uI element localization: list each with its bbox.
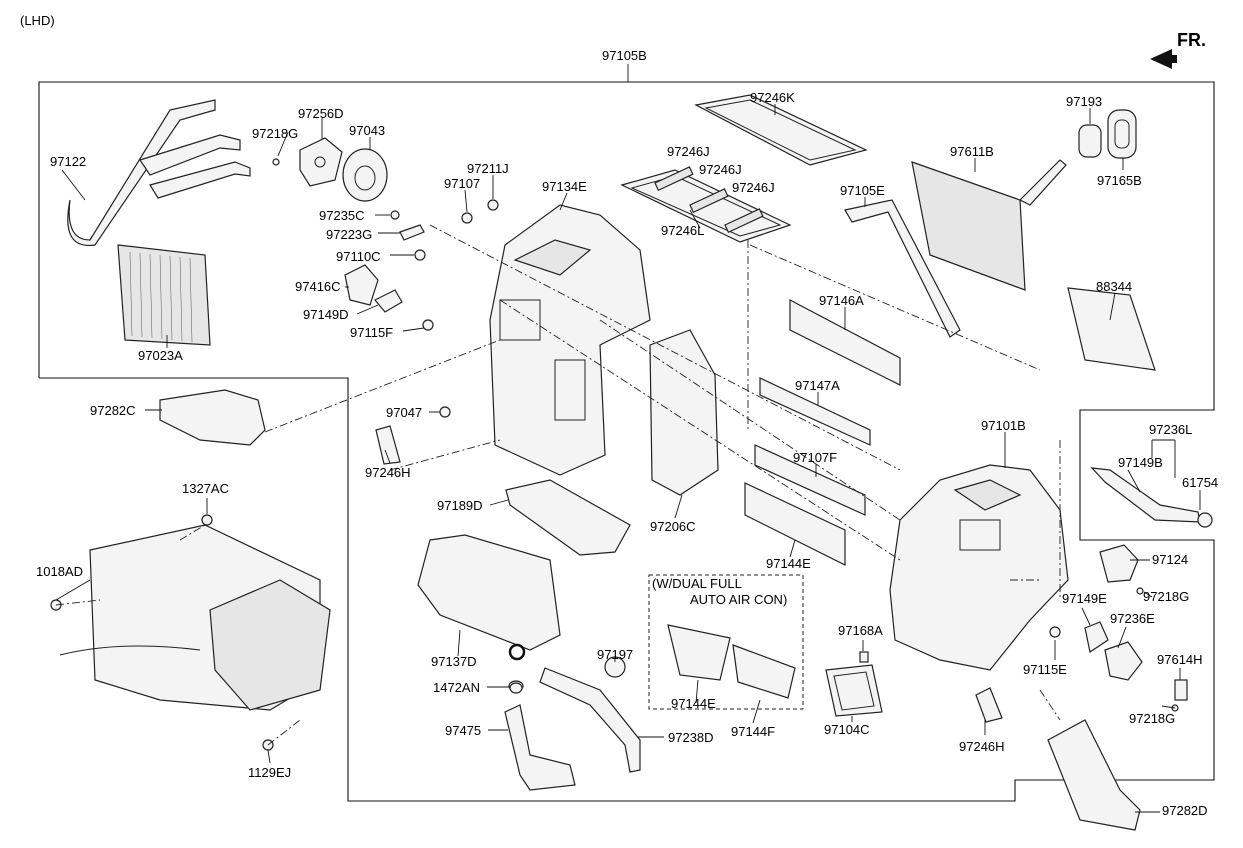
part-label: 97246L bbox=[661, 223, 705, 238]
option-box-frame bbox=[648, 574, 804, 710]
part-label: 97110C bbox=[336, 249, 381, 264]
left-case bbox=[489, 204, 651, 476]
part-label: 97115E bbox=[1023, 662, 1067, 677]
part-label: 97124 bbox=[1152, 552, 1189, 567]
part-label: 97107 bbox=[444, 176, 481, 191]
leader-lines bbox=[55, 104, 1201, 813]
part-label: 97246J bbox=[732, 180, 775, 195]
part-label: 97197 bbox=[597, 647, 634, 662]
part-label: 97144E bbox=[671, 696, 716, 711]
part-label: 97211J bbox=[467, 161, 509, 176]
evaporator bbox=[911, 159, 1067, 291]
assembled-hvac-unit bbox=[59, 524, 331, 711]
part-label: 97282C bbox=[90, 403, 136, 418]
heater-core bbox=[117, 244, 211, 346]
part-label: 97047 bbox=[386, 405, 423, 420]
variant-label: (LHD) bbox=[20, 13, 55, 28]
part-label: 97416C bbox=[295, 279, 341, 294]
cam-97043 bbox=[342, 148, 388, 202]
part-label: 97256D bbox=[298, 106, 344, 121]
right-case bbox=[889, 464, 1069, 671]
part-label: 61754 bbox=[1182, 475, 1219, 490]
part-label: 97105E bbox=[840, 183, 885, 198]
part-label: 97246H bbox=[365, 465, 411, 480]
door-97144E bbox=[744, 482, 846, 566]
part-label: 97223G bbox=[326, 227, 373, 242]
alignment-lines bbox=[55, 224, 1061, 746]
tray-97189D bbox=[505, 479, 631, 556]
part-label: 97122 bbox=[50, 154, 87, 169]
part-label: 97101B bbox=[981, 418, 1026, 433]
part-label: 1018AD bbox=[36, 564, 83, 579]
lower-case bbox=[417, 534, 561, 661]
part-label: 97246K bbox=[750, 90, 795, 105]
part-label: 97218G bbox=[252, 126, 299, 141]
part-label: 97115F bbox=[350, 325, 394, 340]
filter-97246K bbox=[694, 94, 868, 166]
part-label: 97149E bbox=[1062, 591, 1107, 606]
part-label: 1327AC bbox=[182, 481, 229, 496]
option-box-line1: (W/DUAL FULL bbox=[652, 576, 742, 591]
part-label: 97206C bbox=[650, 519, 696, 534]
heater-pipe bbox=[67, 99, 251, 247]
part-label: 97107F bbox=[793, 450, 838, 465]
part-label: 97218G bbox=[1143, 589, 1190, 604]
part-label: 97246J bbox=[667, 144, 710, 159]
seal-97105E bbox=[844, 199, 961, 338]
part-label: 97246H bbox=[959, 739, 1005, 754]
actuator-97124 bbox=[1099, 544, 1139, 583]
part-label: 97023A bbox=[138, 348, 183, 363]
part-label: 97149B bbox=[1118, 455, 1163, 470]
drain-hose-97238D bbox=[539, 667, 641, 773]
part-label: 97614H bbox=[1157, 652, 1203, 667]
part-label: 97611B bbox=[950, 144, 994, 159]
part-label: 97236L bbox=[1149, 422, 1193, 437]
part-label: 97144F bbox=[731, 724, 776, 739]
front-direction-label: FR. bbox=[1177, 30, 1206, 50]
part-label: 97218G bbox=[1129, 711, 1176, 726]
part-label: 97236E bbox=[1110, 611, 1155, 626]
option-box-line2: AUTO AIR CON) bbox=[690, 592, 788, 607]
duct-97282C bbox=[159, 389, 266, 446]
assembly-frame bbox=[38, 81, 1215, 802]
part-label: 97282D bbox=[1162, 803, 1208, 818]
part-label: 97043 bbox=[349, 123, 386, 138]
part-label: 97149D bbox=[303, 307, 349, 322]
part-label: 97147A bbox=[795, 378, 840, 393]
part-label: 97146A bbox=[819, 293, 864, 308]
door-97107F bbox=[754, 444, 866, 516]
part-label: 1129EJ bbox=[248, 765, 292, 780]
part-label: 97104C bbox=[824, 722, 870, 737]
part-label: 97134E bbox=[542, 179, 587, 194]
part-label: 97168A bbox=[838, 623, 883, 638]
part-label: 97475 bbox=[445, 723, 482, 738]
front-arrow-icon bbox=[1150, 49, 1177, 69]
part-label: 1472AN bbox=[433, 680, 480, 695]
part-label: 97189D bbox=[437, 498, 483, 513]
divider-97206C bbox=[649, 329, 719, 496]
part-label: 88344 bbox=[1096, 279, 1133, 294]
part-label: 97165B bbox=[1097, 173, 1142, 188]
part-label: 97193 bbox=[1066, 94, 1103, 109]
part-label: 97246J bbox=[699, 162, 742, 177]
door-97146A bbox=[789, 299, 901, 386]
part-label: 97144E bbox=[766, 556, 811, 571]
drain-hose-97475 bbox=[504, 704, 576, 791]
duct-97282D bbox=[1047, 719, 1141, 831]
part-label: 97235C bbox=[319, 208, 365, 223]
part-label: 97238D bbox=[668, 730, 714, 745]
actuator-upper bbox=[299, 137, 343, 187]
assembly-label: 97105B bbox=[602, 48, 647, 63]
part-label: 97137D bbox=[431, 654, 477, 669]
door-97147A bbox=[759, 377, 871, 446]
